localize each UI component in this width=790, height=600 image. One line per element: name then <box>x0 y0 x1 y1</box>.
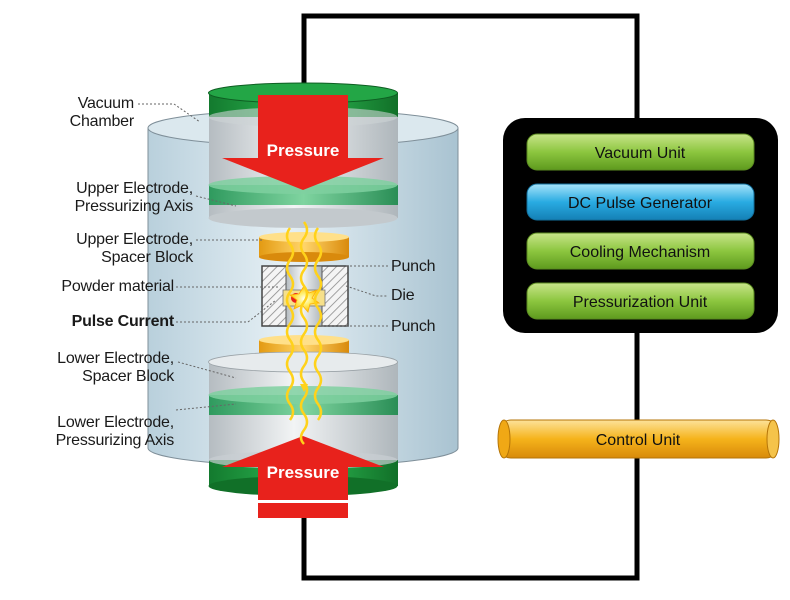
pressure-top-label: Pressure <box>267 141 340 160</box>
label-pulse-current: Pulse Current <box>71 313 175 330</box>
pressurization-label: Pressurization Unit <box>573 294 708 311</box>
label-lower-pressurizing-axis: Lower Electrode, Pressurizing Axis <box>55 414 175 449</box>
label-die: Die <box>391 287 415 304</box>
cooling-label: Cooling Mechanism <box>570 244 711 261</box>
control-unit-label: Control Unit <box>596 432 681 449</box>
label-punch-top: Punch <box>391 258 436 275</box>
pressure-bottom-label: Pressure <box>267 463 340 482</box>
vacuum-unit: Vacuum Unit <box>526 133 755 171</box>
label-lower-spacer-block: Lower Electrode, Spacer Block <box>57 350 174 385</box>
control-unit: Control Unit <box>497 419 780 459</box>
label-vacuum-chamber: Vacuum Chamber <box>69 95 135 130</box>
label-upper-pressurizing-axis: Upper Electrode, Pressurizing Axis <box>74 180 194 215</box>
label-punch-bottom: Punch <box>391 318 436 335</box>
pressurization-unit: Pressurization Unit <box>526 282 755 320</box>
label-upper-spacer-block: Upper Electrode, Spacer Block <box>76 231 193 266</box>
vacuum-unit-label: Vacuum Unit <box>595 145 686 162</box>
pressure-arrow-top: Pressure <box>222 95 384 190</box>
circuit-wire <box>301 13 640 581</box>
leader-lines <box>138 103 388 411</box>
pressure-arrow-bottom: Pressure <box>222 436 384 518</box>
die <box>261 265 349 327</box>
dc-pulse-generator: DC Pulse Generator <box>526 183 755 221</box>
dc-pulse-label: DC Pulse Generator <box>568 195 713 212</box>
label-powder-material: Powder material <box>61 278 174 295</box>
cooling-mechanism: Cooling Mechanism <box>526 232 755 270</box>
pulse-current-waves <box>285 221 323 445</box>
equipment-panel: Vacuum Unit DC Pulse Generator Cooling M… <box>503 118 778 333</box>
